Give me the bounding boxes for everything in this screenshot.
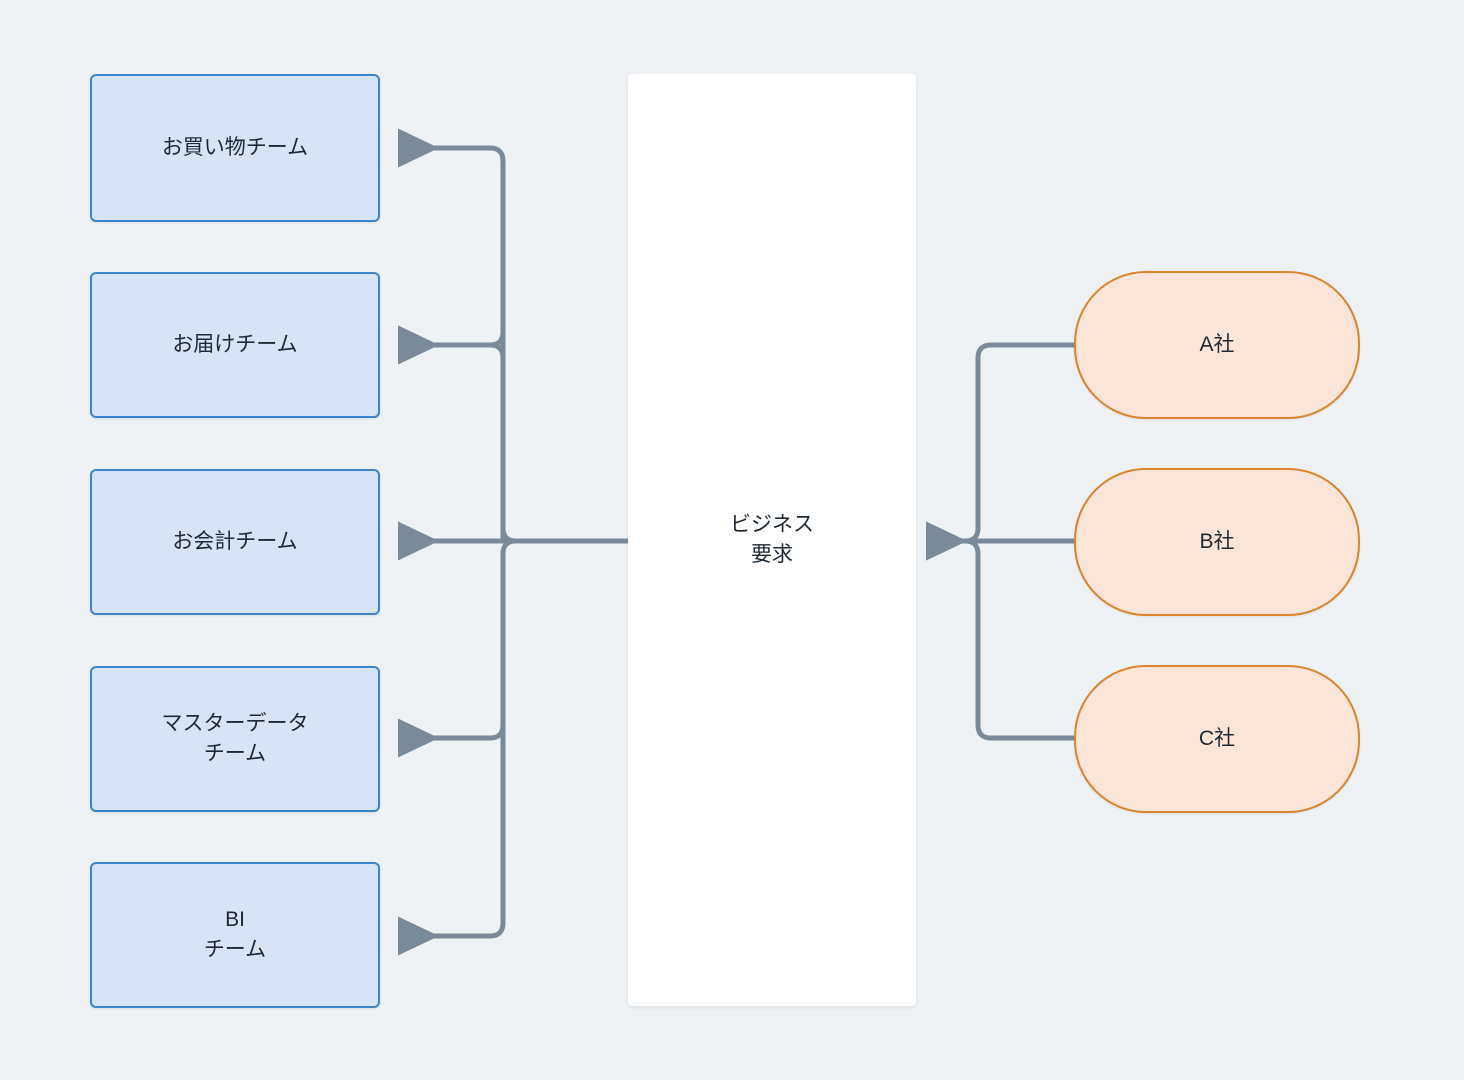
node-bi-team[interactable]: BI チーム	[90, 862, 380, 1008]
node-company-c-label: C社	[1198, 726, 1236, 750]
node-bi-team-label: BI チーム	[203, 907, 267, 961]
edge-company-c-to-center	[925, 521, 1074, 741]
edge-center-to-bi	[397, 554, 506, 956]
edge-center-to-masterdata	[397, 554, 506, 758]
edge-center-spine-left	[397, 128, 628, 544]
node-delivery-team-label: お届けチーム	[172, 332, 298, 356]
node-shopping-team-label: お買い物チーム	[161, 135, 309, 159]
node-accounting-team-label: お会計チーム	[172, 529, 298, 553]
node-business-requirement[interactable]: ビジネス 要求	[628, 74, 916, 1006]
node-company-b[interactable]: B社	[1074, 468, 1360, 616]
node-company-b-label: B社	[1199, 529, 1235, 553]
edge-company-a-to-center	[925, 342, 1074, 561]
node-masterdata-team-label: マスターデータ チーム	[161, 711, 309, 765]
node-masterdata-team[interactable]: マスターデータ チーム	[90, 666, 380, 812]
node-shopping-team[interactable]: お買い物チーム	[90, 74, 380, 222]
edge-center-to-delivery-bend	[397, 325, 506, 528]
node-delivery-team[interactable]: お届けチーム	[90, 272, 380, 418]
edge-center-to-delivery	[397, 325, 506, 541]
node-company-c[interactable]: C社	[1074, 665, 1360, 813]
edge-left-spine-down	[500, 538, 517, 923]
node-company-a[interactable]: A社	[1074, 271, 1360, 419]
node-company-a-label: A社	[1199, 332, 1235, 356]
node-accounting-team[interactable]: お会計チーム	[90, 469, 380, 615]
node-business-requirement-label: ビジネス 要求	[730, 512, 814, 566]
